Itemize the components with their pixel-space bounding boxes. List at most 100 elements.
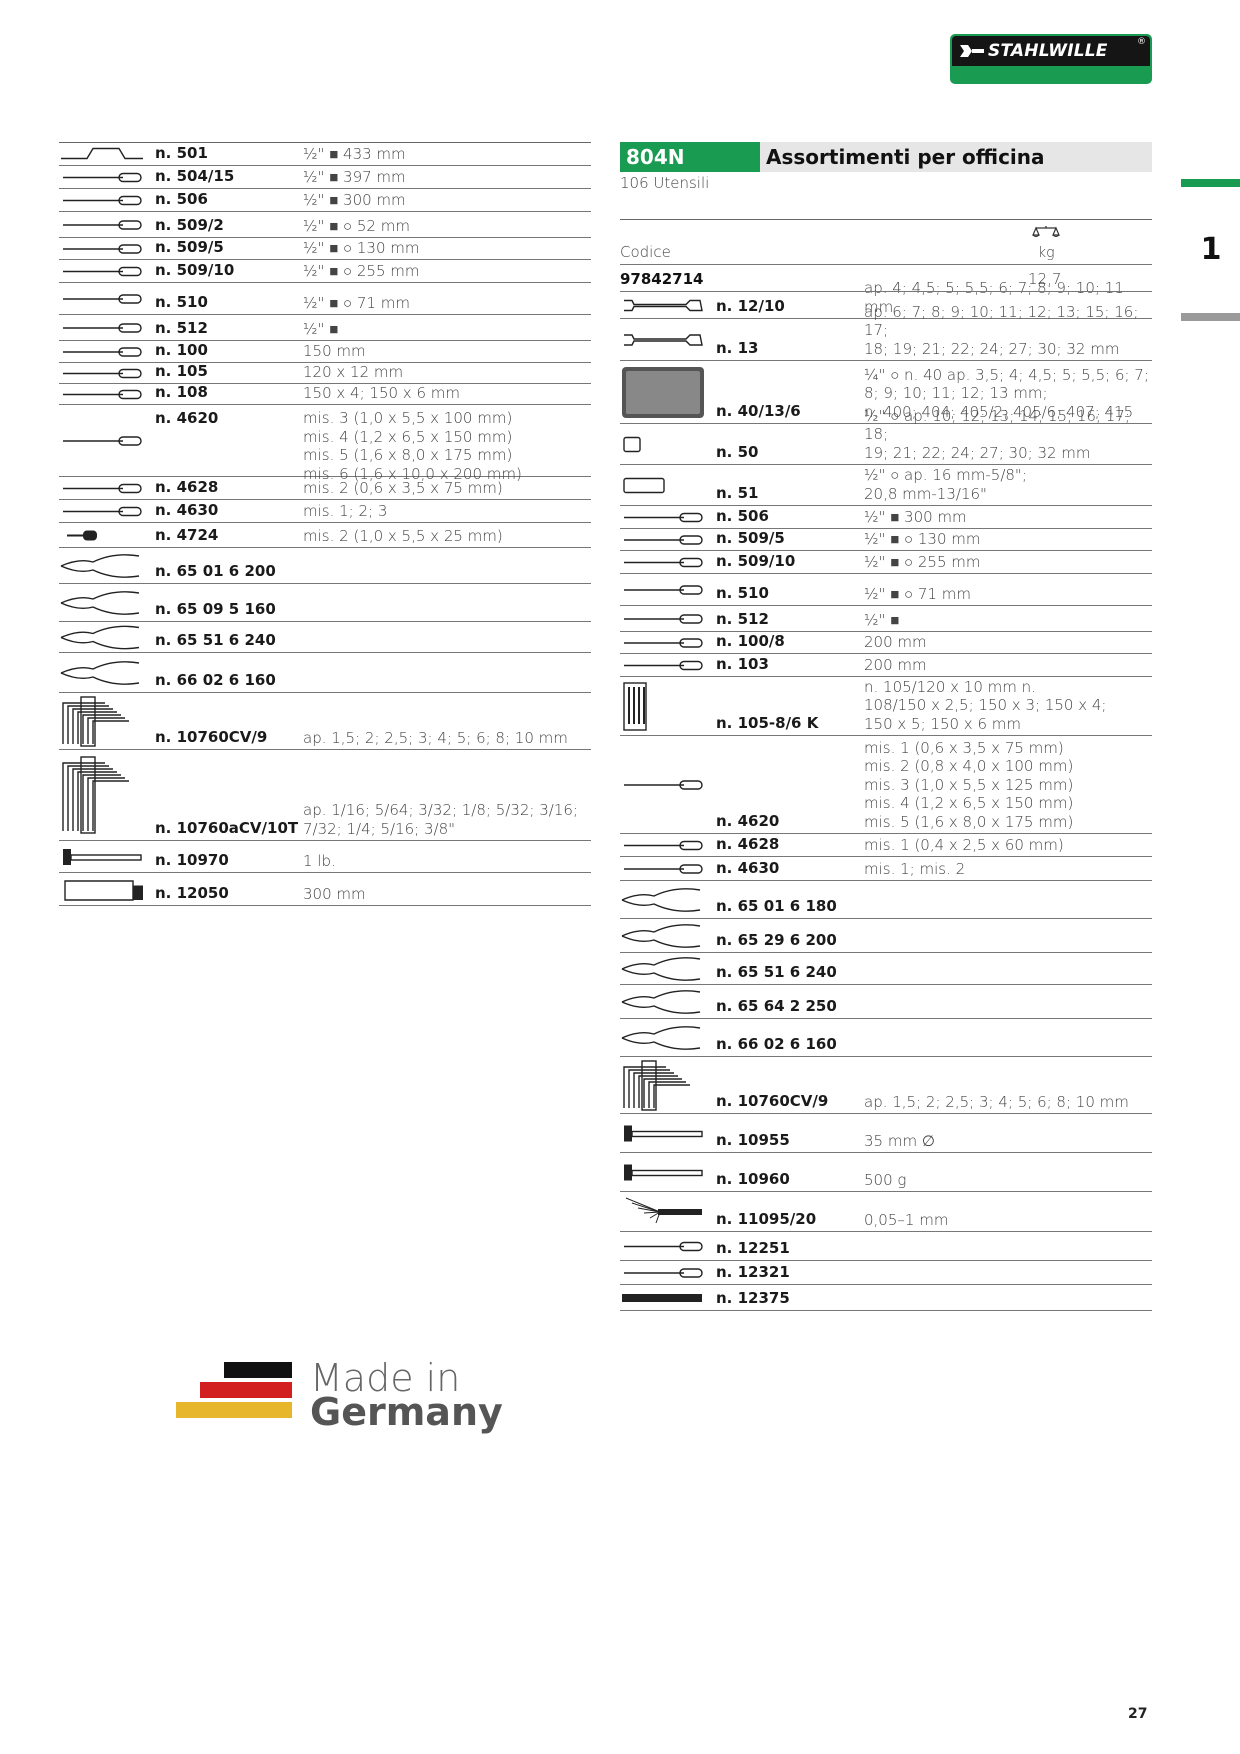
table-row: n. 4620 mis. 1 (0,6 x 3,5 x 75 mm)mis. 2 …: [620, 736, 1152, 834]
tool-image: [620, 294, 716, 317]
stubby-screwdriver-icon: [67, 530, 97, 540]
tool-code: n. 105: [155, 362, 208, 380]
tool-code: n. 65 51 6 240: [155, 631, 276, 649]
pliers-icon: [621, 887, 701, 912]
tool-description: 300 mm: [303, 884, 366, 903]
set-panel: 804N Assortimenti per officina 106 Utens…: [620, 142, 1152, 1311]
set-subtitle: 106 Utensili: [620, 174, 710, 192]
tool-description: ½" ○ ap. 10; 12; 13; 14; 15; 16; 17; 18;…: [864, 407, 1152, 465]
tool-code: n. 65 01 6 200: [155, 562, 276, 580]
set-article-row: 97842714 12,7: [620, 265, 1152, 292]
table-row: n. 65 64 2 250: [620, 985, 1152, 1019]
chisel-icon: [624, 660, 703, 670]
tool-description: ap. 1,5; 2; 2,5; 3; 4; 5; 6; 8; 10 mm: [303, 728, 568, 747]
tool-image: [620, 987, 716, 1017]
tool-description: ½" ■ ○ 255 mm: [864, 552, 981, 571]
tool-code: n. 4724: [155, 526, 219, 544]
made-in-germany-badge: Made in Germany: [176, 1356, 503, 1434]
wrench-icon: [624, 299, 703, 311]
tool-description: ½" ■ 300 mm: [303, 190, 406, 209]
ratchet-icon: [624, 613, 703, 624]
description-line: mis. 3 (1,0 x 5,5 x 125 mm): [864, 775, 1074, 794]
table-row: n. 65 29 6 200: [620, 919, 1152, 953]
tool-description: ap. 6; 7; 8; 9; 10; 11; 12; 13; 15; 16; …: [864, 303, 1152, 361]
tool-code: n. 65 64 2 250: [716, 997, 837, 1015]
set-title-bar: 804N Assortimenti per officina: [620, 142, 1152, 172]
t-handle-icon: [63, 195, 142, 205]
tool-image: [59, 365, 155, 382]
description-line: mis. 2 (0,8 x 4,0 x 100 mm): [864, 757, 1074, 775]
tool-code: n. 509/5: [155, 238, 224, 256]
tool-description: [864, 1054, 1152, 1056]
tool-description: 35 mm ∅: [864, 1131, 935, 1150]
description-line: mis. 3 (1,0 x 5,5 x 100 mm): [303, 409, 513, 427]
tool-description: ap. 1,5; 2; 2,5; 3; 4; 5; 6; 8; 10 mm: [864, 1092, 1129, 1111]
tool-code: n. 4630: [155, 501, 219, 519]
tool-description: mis. 1 (0,6 x 3,5 x 75 mm)mis. 2 (0,8 x …: [864, 739, 1152, 834]
tool-image: [620, 531, 716, 549]
tool-image: [59, 285, 155, 313]
table-row: n. 65 01 6 200: [59, 548, 591, 584]
tool-description: ½" ■: [303, 319, 339, 338]
tool-code: n. 509/10: [716, 552, 796, 570]
description-line: mis. 4 (1,2 x 6,5 x 150 mm): [864, 794, 1074, 812]
table-row: n. 66 02 6 160: [59, 653, 591, 693]
tool-image: [59, 407, 155, 475]
tool-code: n. 65 29 6 200: [716, 931, 837, 949]
screwdriver-icon: [63, 506, 142, 516]
scriber-icon: [624, 1267, 703, 1278]
tool-code: n. 10960: [716, 1170, 790, 1188]
tool-description: ¼" ○ n. 40 ap. 3,5; 4; 4,5; 5; 5,5; 6; 7…: [864, 366, 1152, 424]
tool-code: n. 12375: [716, 1289, 790, 1307]
description-line: 18; 19; 21; 22; 24; 27; 30; 32 mm: [864, 339, 1120, 358]
tool-image: [59, 624, 155, 651]
tool-description: ap. 1/16; 5/64; 3/32; 1/8; 5/32; 3/16; 7…: [303, 801, 578, 838]
registered-mark: ®: [1137, 37, 1146, 47]
tool-code: n. 512: [155, 319, 208, 337]
tool-image: [620, 508, 716, 527]
description-line: 20,8 mm-13/16": [864, 484, 987, 503]
water-pump-pliers-icon: [621, 956, 701, 981]
cutter-pliers-icon: [621, 1025, 701, 1050]
scraper-icon: [624, 1241, 703, 1251]
tool-image: [59, 655, 155, 691]
tool-description: 200 mm: [864, 632, 927, 651]
tool-code: n. 509/2: [155, 216, 224, 234]
flag-stripe-red: [200, 1382, 292, 1398]
description-line: 19; 21; 22; 24; 27; 30; 32 mm: [864, 443, 1091, 462]
tool-code: n. 4620: [716, 812, 780, 830]
table-row: n. 12321: [620, 1261, 1152, 1285]
tool-description: mis. 1; mis. 2: [864, 859, 966, 878]
wrench-icon: [624, 333, 703, 346]
description-line: mis. 4 (1,2 x 6,5 x 150 mm): [303, 427, 513, 446]
tool-code: n. 66 02 6 160: [716, 1035, 837, 1053]
screwdriver-icon: [624, 840, 703, 850]
tool-description: ½" ○ ap. 16 mm-5/8";20,8 mm-13/16": [864, 466, 1152, 505]
extension-icon: [63, 243, 142, 254]
table-row: n. 65 51 6 240: [59, 622, 591, 653]
tool-code: n. 65 01 6 180: [716, 897, 837, 915]
tool-code: n. 65 51 6 240: [716, 963, 837, 981]
tool-description: [864, 1258, 1152, 1260]
tool-image: [620, 1059, 716, 1112]
hex-key-set-icon: [623, 1059, 690, 1111]
t-handle-icon: [624, 512, 703, 522]
table-row: n. 509/10 ½" ■ ○ 255 mm: [620, 551, 1152, 574]
tool-image: [620, 363, 716, 422]
tool-description: ½" ■ ○ 71 mm: [864, 584, 971, 603]
